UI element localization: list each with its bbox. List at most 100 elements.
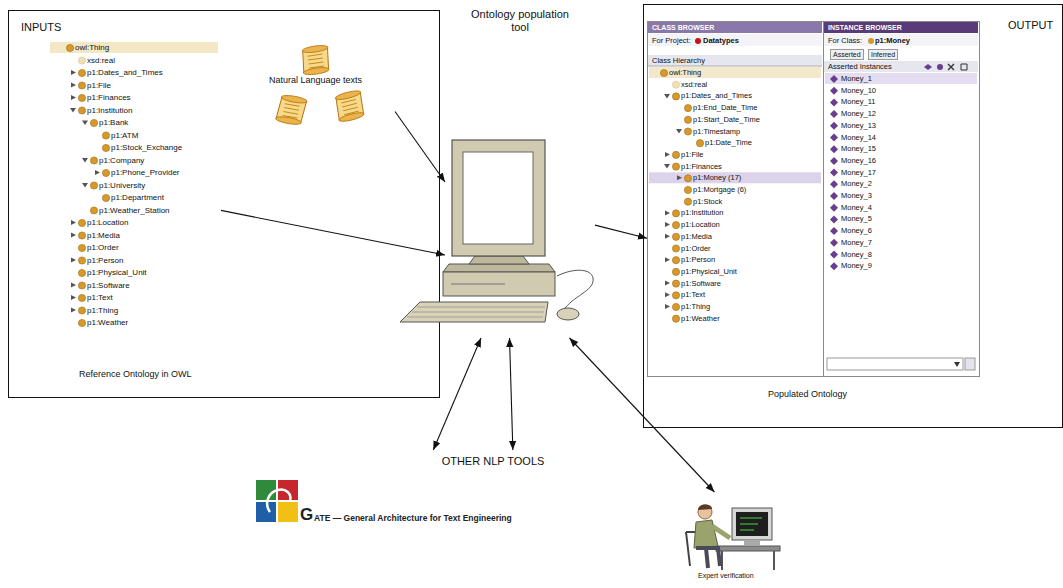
instance-browser: INSTANCE BROWSERFor Class:p1:MoneyAssert… — [823, 21, 980, 377]
class-icon — [672, 93, 679, 100]
label-text: p1:Dates_and_Times — [87, 68, 163, 78]
monitor-stand — [469, 256, 529, 264]
label-text: p1:Text — [87, 293, 113, 303]
label-text: p1:Location — [87, 218, 128, 228]
expand-triangle — [665, 222, 670, 227]
nlp-tools: OTHER NLP TOOLS — [418, 450, 571, 474]
separator — [648, 66, 822, 67]
expert-screen — [736, 512, 768, 536]
monitor — [452, 140, 545, 256]
instance-icon — [830, 98, 838, 106]
label-text: CLASS BROWSER — [648, 22, 822, 33]
label-text: Money_1 — [841, 74, 872, 84]
class-icon — [672, 222, 679, 229]
class-icon — [684, 198, 691, 205]
expand-triangle — [71, 258, 76, 263]
screen-line — [740, 524, 758, 525]
mouse-cable — [557, 270, 593, 308]
node-illustration — [263, 45, 395, 140]
scroll-line — [308, 58, 323, 60]
expert-arm — [712, 526, 730, 538]
node-illustration — [678, 492, 782, 584]
label-text: p1:Media — [87, 231, 120, 241]
keyboard — [400, 302, 548, 322]
scroll-line — [309, 66, 324, 68]
class-icon — [78, 219, 85, 226]
toolbar-icon — [937, 64, 943, 70]
expand-triangle — [665, 152, 670, 157]
label-text: Datatypes — [703, 36, 739, 46]
selection-bar — [825, 73, 977, 84]
label-text: OTHER NLP TOOLS — [418, 455, 568, 468]
label-text: Money_10 — [841, 86, 876, 96]
label-text: p1:Department — [111, 193, 164, 203]
logo-swirl — [267, 490, 290, 512]
label-text: p1:Text — [681, 290, 705, 300]
expand-triangle — [665, 257, 670, 262]
expert-body — [694, 520, 718, 548]
class-icon — [672, 280, 679, 287]
arrow-connector — [395, 112, 445, 182]
monitor-base — [744, 540, 760, 546]
class-icon — [868, 38, 874, 44]
instance-icon — [830, 192, 838, 200]
label-text: p1:Person — [87, 256, 123, 266]
expand-triangle — [665, 234, 670, 239]
logo-piece — [256, 480, 276, 500]
class-icon — [78, 319, 85, 326]
label-text: p1:Money (17) — [693, 173, 741, 183]
label-text: p1:Phone_Provider — [111, 168, 180, 178]
class-icon — [78, 282, 85, 289]
class-icon — [78, 94, 85, 101]
label-text: p1:Stock — [693, 197, 722, 207]
label-text: p1:Weather — [87, 318, 128, 328]
label-text: Money_4 — [841, 203, 872, 213]
label-text: owl:Thing — [669, 68, 701, 78]
label-text: p1:Start_Date_Time — [693, 115, 760, 125]
label-text: p1:Weather — [681, 314, 720, 324]
label-text: p1:Dates_and_Times — [681, 91, 752, 101]
class-icon — [78, 307, 85, 314]
expand-triangle — [664, 94, 670, 99]
label-text: p1:Software — [87, 281, 130, 291]
label-text: G — [300, 506, 313, 523]
label-text: Inferred — [868, 49, 898, 60]
expand-triangle — [71, 83, 76, 88]
expand-triangle — [676, 129, 682, 134]
label-text: p1:Finances — [681, 162, 722, 172]
label-text: p1:Media — [681, 232, 712, 242]
ontology-tree: owl:Thingxsd:realp1:Dates_and_Timesp1:Fi… — [49, 41, 221, 333]
class-icon — [672, 233, 679, 240]
label-text: p1:Money — [875, 36, 910, 46]
label-text: p1:Physical_Unit — [681, 267, 737, 277]
class-icon — [684, 175, 691, 182]
expert-head — [698, 505, 712, 519]
label-text: p1:Software — [681, 279, 721, 289]
label-text: p1:Timestamp — [693, 127, 740, 137]
scroll-line — [284, 108, 299, 111]
class-icon — [684, 105, 691, 112]
class-icon — [672, 151, 679, 158]
gate-logo: GATE — General Architecture for Text Eng… — [250, 476, 540, 540]
label-text: Ontology population tool — [464, 8, 576, 34]
label-text: Money_17 — [841, 168, 876, 178]
instance-icon — [830, 110, 838, 118]
class-icon — [90, 207, 97, 214]
scroll-line — [341, 99, 356, 103]
scroll-roll — [302, 44, 329, 54]
class-icon — [78, 232, 85, 239]
label-text: INPUTS — [21, 21, 61, 34]
project-icon — [695, 38, 701, 44]
cpu-top — [443, 264, 555, 272]
label-text: p1:Thing — [681, 302, 710, 312]
arrow-connector — [221, 210, 445, 255]
scroll-line — [285, 104, 300, 107]
keyboard-keys — [412, 312, 544, 313]
expand-triangle — [82, 121, 88, 126]
cpu-case — [443, 272, 555, 296]
class-icon — [78, 69, 85, 76]
label-text: p1:Order — [87, 243, 119, 253]
scroll-line — [344, 111, 359, 115]
class-icon — [78, 107, 85, 114]
